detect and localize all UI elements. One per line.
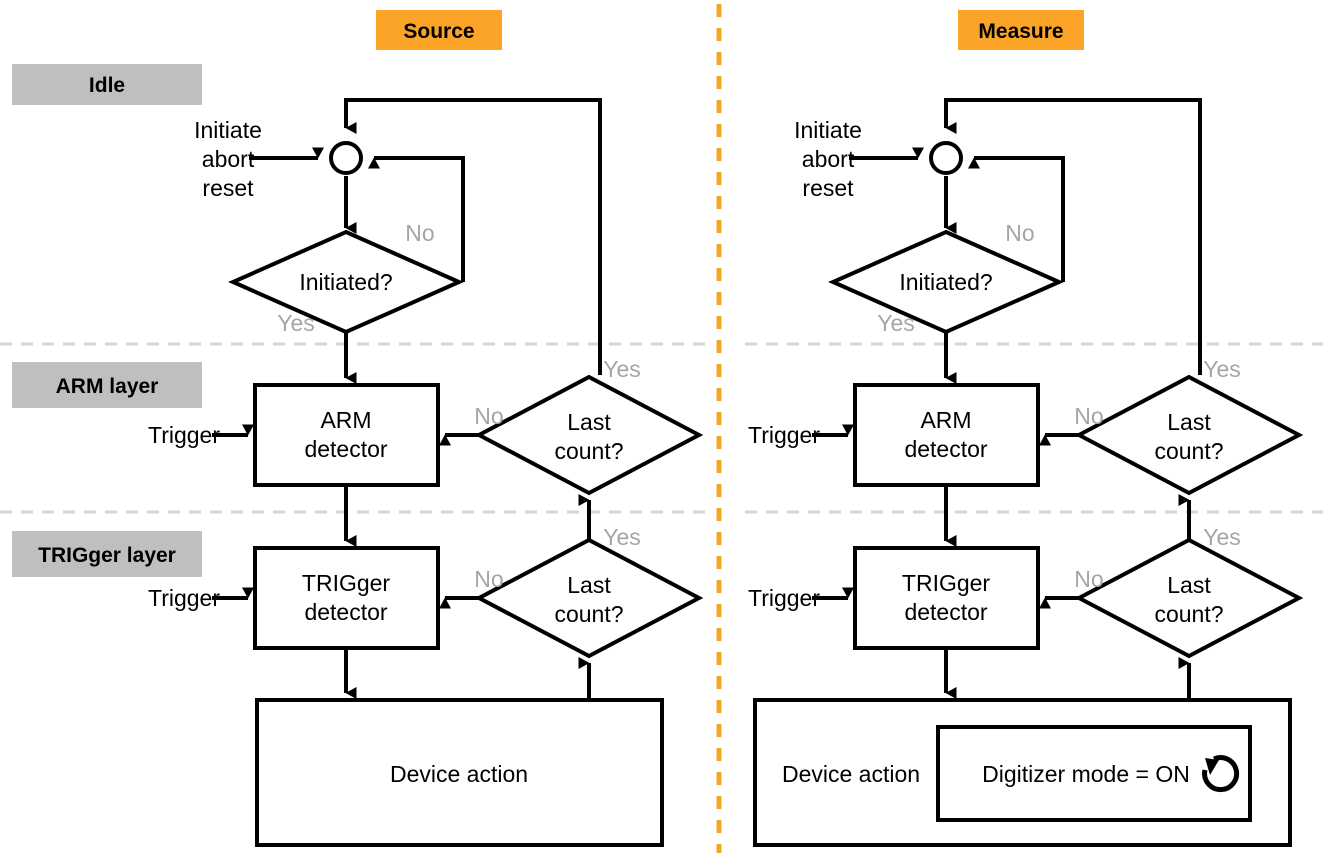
source-trig-lastcount-yes-label: Yes — [603, 524, 641, 550]
source-arm-trigger-label: Trigger — [148, 422, 220, 448]
source-initiated-no-path — [368, 156, 465, 282]
measure-trig-lastcount-no-label: No — [1074, 566, 1103, 592]
source-decision-initiated-label: Initiated? — [299, 269, 392, 295]
source-device-action-label: Device action — [390, 761, 528, 787]
measure-decision-initiated-label: Initiated? — [899, 269, 992, 295]
header-badge-source: Source — [376, 10, 502, 50]
measure-trig-trigger-label: Trigger — [748, 585, 820, 611]
measure-trig-detector-line-2: detector — [904, 599, 987, 625]
measure-trig-detector-line-1: TRIGger — [902, 570, 991, 596]
layer-badge-idle: Idle — [12, 64, 202, 105]
measure-trig-lastcount-yes-label: Yes — [1203, 524, 1241, 550]
source-arm-detector-line-2: detector — [304, 436, 387, 462]
layer-badge-idle-label: Idle — [89, 74, 125, 97]
measure-initiated-yes-label: Yes — [877, 310, 915, 336]
source-trig-lastcount-no-label: No — [474, 566, 503, 592]
source-trig-lastcount-line-1: Last — [567, 572, 611, 598]
source-trig-detector-line-2: detector — [304, 599, 387, 625]
source-junction-node — [329, 141, 363, 175]
layer-badge-trigger-label: TRIGger layer — [38, 544, 176, 567]
source-initiated-yes-label: Yes — [277, 310, 315, 336]
measure-entry-line-3: reset — [802, 175, 854, 201]
measure-entry-label: Initiate abort reset — [794, 117, 862, 201]
layer-badge-arm-label: ARM layer — [56, 375, 159, 398]
measure-device-action-label: Device action — [782, 761, 920, 787]
measure-arm-lastcount-decision — [1074, 374, 1304, 496]
source-arm-detector-line-1: ARM — [320, 407, 371, 433]
measure-digitizer-box — [936, 725, 1252, 822]
measure-arm-detector-line-1: ARM — [920, 407, 971, 433]
header-badge-measure: Measure — [958, 10, 1084, 50]
layer-badge-arm: ARM layer — [12, 362, 202, 408]
measure-trig-detector-box — [853, 546, 1040, 650]
source-arm-lastcount-decision — [474, 374, 704, 496]
source-arm-lastcount-line-2: count? — [554, 438, 623, 464]
measure-entry-line-1: Initiate — [794, 117, 862, 143]
measure-initiated-no-label: No — [1005, 220, 1034, 246]
source-trig-detector-line-1: TRIGger — [302, 570, 391, 596]
measure-arm-yes-feedback-path — [944, 98, 1202, 375]
source-arm-lastcount-line-1: Last — [567, 409, 611, 435]
source-trig-trigger-label: Trigger — [148, 585, 220, 611]
measure-initiated-no-path — [968, 156, 1065, 282]
measure-digitizer-label: Digitizer mode = ON — [982, 761, 1190, 787]
measure-trig-lastcount-decision — [1074, 537, 1304, 659]
measure-arm-lastcount-yes-label: Yes — [1203, 356, 1241, 382]
measure-arm-lastcount-line-2: count? — [1154, 438, 1223, 464]
source-arm-lastcount-yes-label: Yes — [603, 356, 641, 382]
source-trig-lastcount-decision — [474, 537, 704, 659]
loop-arrow-icon — [1202, 755, 1240, 793]
source-device-action-box — [255, 698, 664, 847]
source-arm-lastcount-no-label: No — [474, 403, 503, 429]
measure-trig-lastcount-line-1: Last — [1167, 572, 1211, 598]
measure-arm-lastcount-no-label: No — [1074, 403, 1103, 429]
measure-junction-node — [929, 141, 963, 175]
measure-arm-detector-line-2: detector — [904, 436, 987, 462]
source-trig-detector-box — [253, 546, 440, 650]
source-entry-line-1: Initiate — [194, 117, 262, 143]
panel-measure: Initiate abort reset Initiated? No Yes A… — [748, 98, 1304, 847]
source-arm-detector-box — [253, 383, 440, 487]
measure-arm-lastcount-line-1: Last — [1167, 409, 1211, 435]
source-trig-lastcount-line-2: count? — [554, 601, 623, 627]
panel-source: Initiate abort reset Initiated? No Yes A… — [148, 98, 704, 847]
measure-trig-lastcount-line-2: count? — [1154, 601, 1223, 627]
header-badge-source-label: Source — [403, 20, 474, 43]
measure-entry-line-2: abort — [802, 146, 855, 172]
source-arm-yes-feedback-path — [344, 98, 602, 375]
measure-arm-trigger-label: Trigger — [748, 422, 820, 448]
source-entry-line-3: reset — [202, 175, 254, 201]
header-badge-measure-label: Measure — [978, 20, 1063, 43]
measure-arm-detector-box — [853, 383, 1040, 487]
source-entry-line-2: abort — [202, 146, 255, 172]
source-entry-label: Initiate abort reset — [194, 117, 262, 201]
layer-badge-trigger: TRIGger layer — [12, 531, 202, 577]
source-initiated-no-label: No — [405, 220, 434, 246]
